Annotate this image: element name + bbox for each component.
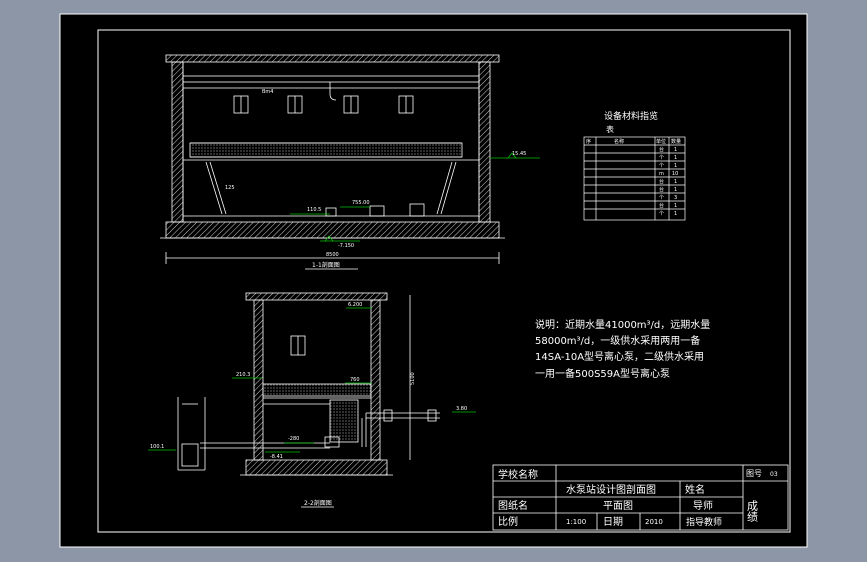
s1-elev-right: 15.45 (512, 151, 526, 157)
table-cell: 台 (659, 178, 664, 185)
title-drawing-name: 平面图 (603, 500, 633, 512)
table-cell: 台 (659, 202, 664, 209)
table-cell: 1 (674, 203, 677, 209)
equipment-table-grid (583, 136, 686, 221)
table-cell: 3 (674, 195, 677, 201)
header-qty: 数量 (671, 138, 681, 145)
table-cell: 1 (674, 187, 677, 193)
section-2-2-elevation-marks (148, 307, 476, 453)
s2-elev-mid: 760 (350, 377, 360, 383)
table-cell: 个 (659, 155, 664, 161)
equipment-table-subtitle: 表 (606, 124, 614, 134)
s1-label-left: 125 (225, 185, 235, 191)
drawing-border (97, 29, 791, 533)
table-cell: 个 (659, 195, 664, 201)
s1-elev-floor-2: 755.00 (352, 200, 370, 206)
s2-title: 2-2剖面图 (304, 499, 332, 507)
table-cell: 1 (674, 179, 677, 185)
section-1-1-elevation-marks (290, 152, 540, 242)
s1-elev-floor-1: 110.5 (307, 207, 321, 213)
section-1-1-drawing (160, 54, 505, 270)
table-cell: 1 (674, 163, 677, 169)
drawing-sheet (59, 13, 808, 548)
title-school: 学校名称 (498, 468, 538, 481)
table-cell: 台 (659, 146, 664, 153)
s1-dim-length: 8500 (326, 252, 339, 258)
title-drawing-name-label: 图纸名 (498, 499, 528, 512)
s1-label-top: Bm4 (262, 89, 273, 95)
table-cell: 1 (674, 155, 677, 161)
header-index: 序 (586, 138, 591, 145)
title-scale-label: 比例 (498, 515, 518, 528)
s2-elev-roof: 6.200 (348, 302, 362, 308)
s2-dim-height: 5100 (410, 372, 416, 385)
equipment-table-quantities: 1 1 1 10 1 1 3 1 1 (672, 147, 678, 217)
title-drawing-no-label: 图号 (746, 469, 762, 478)
s2-elev-outlet: 3.80 (456, 406, 467, 412)
title-block-grid (492, 464, 789, 531)
section-2-2-drawing (177, 292, 440, 508)
title-advisor: 指导教师 (686, 516, 722, 528)
note-line: 一用一备500S59A型号离心泵 (535, 367, 670, 380)
title-drawing: 水泵站设计图剖面图 (566, 483, 656, 496)
note-line: 58000m³/d，一级供水采用两用一备 (535, 334, 700, 347)
equipment-table-headers: 序 名称 单位 数量 (586, 138, 681, 145)
table-cell: 1 (674, 211, 677, 217)
note-line: 14SA-10A型号离心泵，二级供水采用 (535, 350, 704, 363)
header-name: 名称 (614, 138, 624, 145)
s2-elev-pit: -8.41 (270, 454, 283, 460)
title-date-label: 日期 (603, 516, 623, 528)
title-scale: 1:100 (566, 518, 586, 526)
s1-elev-bottom: -7.150 (338, 243, 354, 249)
design-notes: 说明：近期水量41000m³/d，远期水量 58000m³/d，一级供水采用两用… (535, 318, 710, 380)
title-teacher: 导师 (693, 499, 713, 512)
s2-elev-pipe: -280 (288, 436, 299, 442)
title-name-label: 姓名 (685, 483, 705, 496)
s2-elev-inlet: 100.1 (150, 444, 164, 450)
table-cell: 个 (659, 163, 664, 169)
s2-elev-left: 210.3 (236, 372, 250, 378)
equipment-table-units: 台 个 个 m 台 台 个 台 个 (659, 146, 664, 217)
title-drawing-no: 03 (770, 471, 778, 478)
table-cell: 10 (672, 171, 678, 177)
table-cell: 1 (674, 147, 677, 153)
title-grade-1: 成绩 (746, 500, 759, 523)
title-date: 2010 (645, 518, 663, 526)
table-cell: 个 (659, 211, 664, 217)
equipment-table-title: 设备材料指览 (604, 110, 658, 122)
table-cell: m (659, 171, 664, 177)
header-unit: 单位 (656, 138, 666, 145)
table-cell: 台 (659, 186, 664, 193)
s1-title: 1-1剖面图 (312, 261, 340, 269)
note-line: 说明：近期水量41000m³/d，远期水量 (535, 318, 710, 331)
